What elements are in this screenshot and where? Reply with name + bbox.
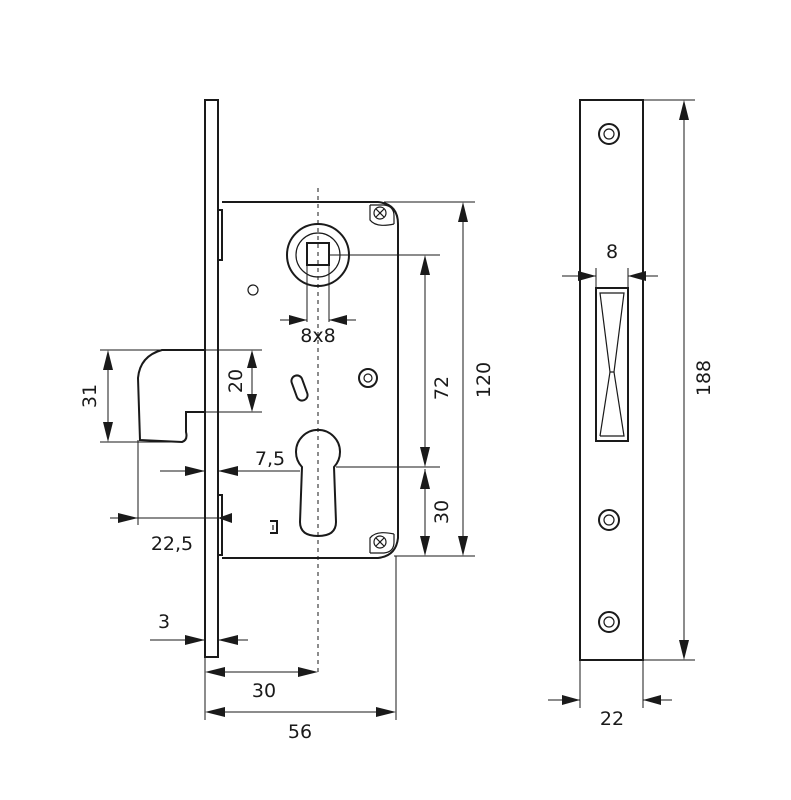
faceplate (204, 99, 219, 658)
latch-mechanism-icon (270, 520, 278, 534)
spindle-square (306, 242, 330, 266)
case-screw-icon (358, 368, 378, 388)
dim-backset: 30 (252, 680, 276, 702)
lock-body-dimensions (100, 201, 475, 720)
faceplate-tab-upper (217, 209, 223, 261)
dim-strike-hole-width: 8 (606, 241, 618, 263)
case-corner-top (369, 204, 395, 226)
lock-body-view (136, 99, 399, 676)
strike-screw-bottom-icon (598, 611, 620, 633)
faceplate-tab-lower (217, 494, 223, 556)
strike-screw-mid-icon (598, 509, 620, 531)
dim-latch-offset: 20 (225, 369, 247, 393)
lock-case (222, 201, 399, 559)
dim-strike-width: 22 (600, 708, 624, 730)
cylinder-cutout (295, 428, 341, 538)
dim-latch-height: 31 (79, 384, 101, 408)
dim-case-depth: 56 (288, 721, 312, 743)
case-slot (290, 374, 309, 402)
case-corner-bottom (369, 532, 395, 554)
dim-case-height: 120 (473, 362, 495, 398)
dim-strike-height: 188 (693, 360, 715, 396)
dim-cylinder-lower: 30 (431, 500, 453, 524)
case-hole-small (247, 284, 259, 296)
dim-cylinder-gap: 7,5 (255, 448, 285, 470)
dim-faceplate-thickness: 3 (158, 611, 170, 633)
dim-spindle-square: 8x8 (300, 325, 335, 347)
corner-screw-bottom-icon (373, 535, 387, 549)
dim-spindle-to-cylinder: 72 (431, 376, 453, 400)
corner-screw-top-icon (373, 206, 387, 220)
strike-plate (579, 99, 644, 661)
dim-latch-projection: 22,5 (151, 533, 193, 555)
latch-bolt (136, 349, 205, 444)
strike-plate-dimensions (548, 99, 695, 708)
strike-screw-top-icon (598, 123, 620, 145)
strike-plate-view (579, 99, 644, 661)
latch-opening (595, 287, 629, 442)
